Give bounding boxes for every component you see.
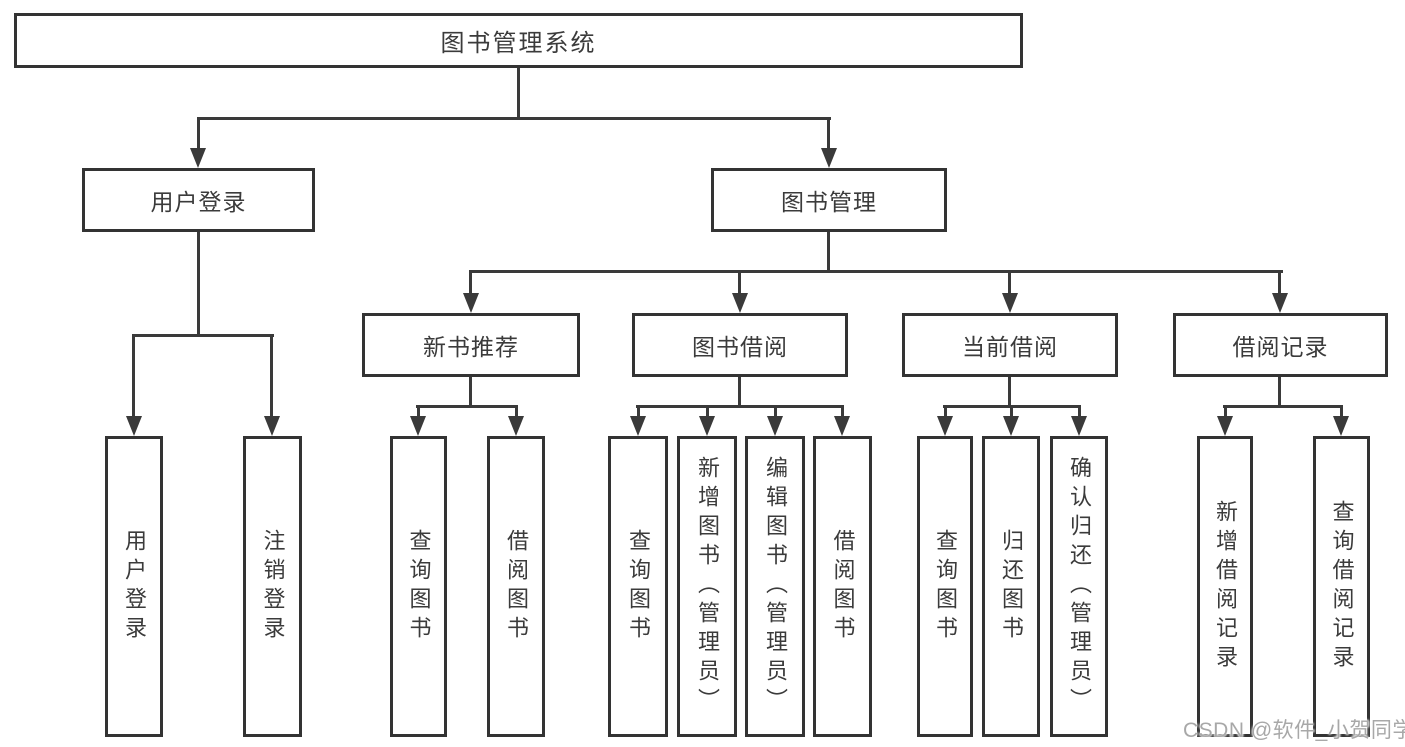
connector-root-stem	[517, 68, 520, 120]
node-book-management-label: 图书管理	[781, 189, 877, 215]
leaf-user-login: 用户登录	[105, 436, 163, 737]
connector-level3-branch	[469, 270, 1283, 273]
node-current-borrowing-label: 当前借阅	[962, 334, 1058, 360]
node-current-borrowing: 当前借阅	[902, 313, 1118, 377]
node-borrowing-records: 借阅记录	[1173, 313, 1388, 377]
leaf-borrow-books-borrowing-label: 借阅图书	[830, 528, 856, 645]
connector-records-arrow-stem	[1278, 270, 1281, 295]
leaf-borrow-books-recommend: 借阅图书	[487, 436, 545, 737]
arrowhead-leaf	[630, 416, 646, 436]
leaf-logout: 注销登录	[243, 436, 302, 737]
leaf-add-book-admin-label: 新增图书（管理员）	[695, 456, 720, 717]
leaf-confirm-return-admin: 确认归还（管理员）	[1050, 436, 1108, 737]
leaf-return-book: 归还图书	[982, 436, 1040, 737]
arrowhead-borrow	[732, 293, 748, 313]
connector-user-login-stem	[197, 232, 200, 336]
leaf-borrow-books-borrowing: 借阅图书	[813, 436, 872, 737]
connector-leaf-stem	[706, 405, 709, 418]
node-new-book-recommend-label: 新书推荐	[423, 334, 519, 360]
connector-level2-branch	[197, 117, 831, 120]
csdn-watermark: CSDN @软件_小贺同学	[1183, 719, 1405, 742]
connector-leaf-stem	[1010, 405, 1013, 418]
connector-leaf-stem	[1224, 405, 1227, 418]
connector-book-mgmt-stem	[827, 232, 830, 272]
leaf-borrow-books-recommend-label: 借阅图书	[504, 528, 529, 645]
leaf-query-books-borrowing: 查询图书	[608, 436, 668, 737]
connector-records-leaf-branch	[1223, 405, 1343, 408]
arrowhead-records	[1272, 293, 1288, 313]
connector-leaf-stem	[944, 405, 947, 418]
node-new-book-recommend: 新书推荐	[362, 313, 580, 377]
connector-leaf-stem	[841, 405, 844, 418]
leaf-edit-book-admin-label: 编辑图书（管理员）	[763, 456, 788, 717]
arrowhead-leaf	[699, 416, 715, 436]
leaf-query-borrow-record-label: 查询借阅记录	[1329, 499, 1355, 674]
connector-borrow-stem	[738, 377, 741, 407]
connector-book-mgmt-arrow-stem	[827, 117, 830, 150]
leaf-logout-label: 注销登录	[260, 528, 286, 645]
leaf-query-books-recommend: 查询图书	[390, 436, 447, 737]
arrowhead-current	[1002, 293, 1018, 313]
connector-current-stem	[1008, 377, 1011, 407]
connector-leaf-stem	[1078, 405, 1081, 418]
arrowhead-leaf	[834, 416, 850, 436]
arrowhead-leaf-logout	[264, 416, 280, 436]
arrowhead-leaf	[1217, 416, 1233, 436]
leaf-add-borrow-record: 新增借阅记录	[1197, 436, 1253, 737]
arrowhead-leaf	[1071, 416, 1087, 436]
arrowhead-leaf	[937, 416, 953, 436]
leaf-user-login-label: 用户登录	[122, 528, 147, 645]
connector-newbook-arrow-stem	[469, 270, 472, 295]
arrowhead-user-login	[190, 148, 206, 168]
leaf-query-books-recommend-label: 查询图书	[406, 528, 432, 645]
node-user-login-label: 用户登录	[150, 189, 247, 215]
connector-leaf-logout-stem	[270, 334, 273, 418]
arrowhead-leaf	[767, 416, 783, 436]
leaf-query-books-borrowing-label: 查询图书	[626, 528, 651, 645]
connector-borrow-leaf-branch	[636, 405, 844, 408]
connector-leaf-login-stem	[132, 334, 135, 418]
arrowhead-leaf	[508, 416, 524, 436]
connector-leaf-stem	[1340, 405, 1343, 418]
connector-current-arrow-stem	[1008, 270, 1011, 295]
leaf-add-borrow-record-label: 新增借阅记录	[1213, 499, 1238, 674]
leaf-confirm-return-admin-label: 确认归还（管理员）	[1067, 456, 1092, 717]
node-root: 图书管理系统	[14, 13, 1023, 68]
connector-records-stem	[1278, 377, 1281, 407]
arrowhead-leaf	[1333, 416, 1349, 436]
connector-leaf-stem	[515, 405, 518, 418]
node-root-label: 图书管理系统	[440, 30, 597, 57]
leaf-query-borrow-record: 查询借阅记录	[1313, 436, 1370, 737]
leaf-query-books-current-label: 查询图书	[933, 528, 958, 645]
connector-newbook-leaf-branch	[416, 405, 518, 408]
leaf-query-books-current: 查询图书	[917, 436, 973, 737]
arrowhead-leaf-login	[126, 416, 142, 436]
arrowhead-book-mgmt	[821, 148, 837, 168]
leaf-return-book-label: 归还图书	[999, 528, 1024, 645]
connector-user-login-arrow-stem	[197, 117, 200, 150]
node-book-management: 图书管理	[711, 168, 947, 232]
connector-leaf-stem	[774, 405, 777, 418]
node-book-borrowing: 图书借阅	[632, 313, 848, 377]
node-book-borrowing-label: 图书借阅	[692, 334, 788, 360]
leaf-add-book-admin: 新增图书（管理员）	[677, 436, 737, 737]
node-user-login: 用户登录	[82, 168, 315, 232]
connector-borrow-arrow-stem	[738, 270, 741, 295]
arrowhead-newbook	[463, 293, 479, 313]
arrowhead-leaf	[1003, 416, 1019, 436]
connector-leaf-stem	[637, 405, 640, 418]
node-borrowing-records-label: 借阅记录	[1232, 334, 1329, 360]
leaf-edit-book-admin: 编辑图书（管理员）	[745, 436, 805, 737]
connector-user-login-branch	[132, 334, 274, 337]
arrowhead-leaf	[410, 416, 426, 436]
connector-leaf-stem	[417, 405, 420, 418]
connector-newbook-stem	[469, 377, 472, 407]
